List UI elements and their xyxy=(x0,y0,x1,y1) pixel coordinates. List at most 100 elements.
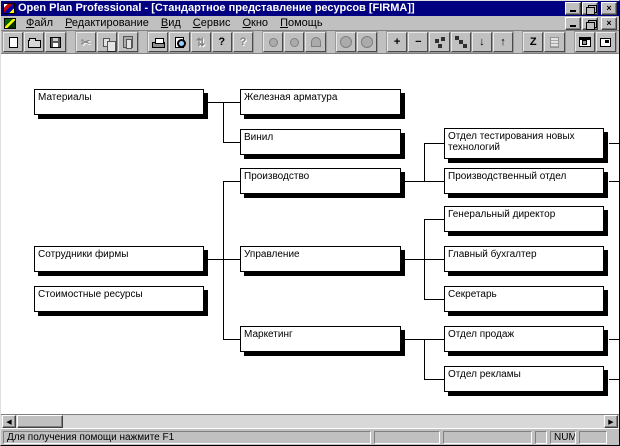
title-bar: Open Plan Professional - [Стандартное пр… xyxy=(1,1,619,16)
status-message: Для получения помощи нажмите F1 xyxy=(3,430,371,444)
chart-circle1-button xyxy=(335,32,356,52)
connector-line xyxy=(609,379,619,380)
window-controls: × xyxy=(564,2,617,15)
paste-button xyxy=(117,32,139,52)
connector-line xyxy=(424,219,444,220)
printer-icon xyxy=(151,38,165,48)
zoom-button[interactable]: Z xyxy=(523,32,544,52)
save-button[interactable] xyxy=(45,32,66,52)
large-circle-icon xyxy=(360,36,373,48)
notes-button xyxy=(544,32,565,52)
open-button[interactable] xyxy=(24,32,45,52)
scatter-button[interactable] xyxy=(429,32,450,52)
connector-line xyxy=(424,299,444,300)
circle-question-icon xyxy=(289,37,299,47)
tiled-window-icon xyxy=(578,37,591,47)
connector-line xyxy=(223,339,240,340)
plus-icon: + xyxy=(393,36,401,48)
window-title: Open Plan Professional - [Стандартное пр… xyxy=(18,2,415,14)
menu-item-0[interactable]: Файл xyxy=(26,17,54,29)
resource-arch-button xyxy=(305,32,326,52)
arch-shape-icon xyxy=(310,37,321,47)
connector-line xyxy=(401,259,444,260)
tile-windows-button[interactable] xyxy=(574,32,595,52)
org-node[interactable]: Отдел рекламы xyxy=(444,366,604,392)
menu-item-1[interactable]: Редактирование xyxy=(65,17,149,29)
document-icon[interactable] xyxy=(4,17,16,29)
connector-line xyxy=(609,339,619,340)
connector-line xyxy=(223,102,224,142)
scroll-left-button[interactable]: ◀ xyxy=(2,415,16,428)
org-node[interactable]: Управление xyxy=(240,246,401,272)
org-node[interactable]: Маркетинг xyxy=(240,326,401,352)
resource-circle-button xyxy=(263,32,284,52)
add-button[interactable]: + xyxy=(387,32,408,52)
horizontal-scrollbar[interactable]: ◀ ▶ xyxy=(1,414,619,428)
org-node[interactable]: Главный бухгалтер xyxy=(444,246,604,272)
doc-minimize-button[interactable] xyxy=(565,16,581,30)
minimize-button[interactable] xyxy=(565,2,581,15)
menu-items: Файл Редактирование Вид Сервис Окно Помощь xyxy=(20,16,329,30)
connector-line xyxy=(424,219,425,299)
help-button[interactable]: ? xyxy=(211,32,232,52)
app-icon[interactable] xyxy=(3,3,15,14)
new-button[interactable] xyxy=(3,32,24,52)
minus-icon: − xyxy=(415,36,422,48)
left-arrow-icon: ◀ xyxy=(6,418,12,426)
restore-button[interactable] xyxy=(582,2,598,15)
org-node[interactable]: Винил xyxy=(240,129,401,155)
org-node[interactable]: Железная арматура xyxy=(240,89,401,115)
menu-item-2[interactable]: Вид xyxy=(160,17,181,29)
menu-item-4[interactable]: Окно xyxy=(242,17,269,29)
print-preview-button[interactable] xyxy=(169,32,190,52)
move-down-button[interactable]: ↓ xyxy=(471,32,492,52)
status-panel xyxy=(374,430,440,444)
scrollbar-thumb[interactable] xyxy=(17,415,63,428)
toolbar: ✂ ⇅?? + − ↓ ↑ Z xyxy=(1,31,619,54)
question-mark-icon: ? xyxy=(218,36,226,48)
close-icon: × xyxy=(606,17,612,28)
connector-line xyxy=(401,181,444,182)
doc-restore-button[interactable] xyxy=(582,16,598,30)
org-node[interactable]: Материалы xyxy=(34,89,204,115)
up-down-arrows-icon: ⇅ xyxy=(195,36,206,49)
connector-line xyxy=(204,259,240,260)
levels-button[interactable] xyxy=(450,32,471,52)
print-preview-icon xyxy=(174,36,186,48)
context-help-button: ? xyxy=(232,32,254,52)
close-button[interactable]: × xyxy=(601,2,617,15)
cut-button: ✂ xyxy=(75,32,96,52)
connector-line xyxy=(223,181,240,182)
down-arrow-icon: ↓ xyxy=(479,36,485,48)
expand-window-button[interactable] xyxy=(595,32,616,52)
org-node[interactable]: Отдел продаж xyxy=(444,326,604,352)
org-node[interactable]: Производственный отдел xyxy=(444,168,604,194)
org-node[interactable]: Отдел тестирования новых технологий xyxy=(444,128,604,159)
org-node[interactable]: Стоимостные ресурсы xyxy=(34,286,204,312)
move-up-button[interactable]: ↑ xyxy=(492,32,514,52)
close-icon: × xyxy=(606,3,612,13)
print-button[interactable] xyxy=(148,32,169,52)
org-node[interactable]: Секретарь xyxy=(444,286,604,312)
scatter-dots-icon xyxy=(435,38,440,43)
status-panel xyxy=(535,430,547,444)
connector-line xyxy=(401,339,444,340)
update-button: ⇅ xyxy=(190,32,211,52)
circle-icon xyxy=(268,37,278,47)
resource-query-button xyxy=(284,32,305,52)
letter-z-icon: Z xyxy=(529,36,537,48)
menu-item-3[interactable]: Сервис xyxy=(192,17,231,29)
menu-bar: Файл Редактирование Вид Сервис Окно Помощь × xyxy=(1,16,619,31)
remove-button[interactable]: − xyxy=(408,32,429,52)
document-window-controls: × xyxy=(564,16,617,30)
org-node[interactable]: Сотрудники фирмы xyxy=(34,246,204,272)
org-node[interactable]: Генеральный директор xyxy=(444,206,604,232)
menu-item-5[interactable]: Помощь xyxy=(280,17,323,29)
connector-line xyxy=(204,102,240,103)
connector-line xyxy=(424,143,425,181)
scroll-right-button[interactable]: ▶ xyxy=(604,415,618,428)
doc-close-button[interactable]: × xyxy=(601,16,617,30)
org-node[interactable]: Производство xyxy=(240,168,401,194)
